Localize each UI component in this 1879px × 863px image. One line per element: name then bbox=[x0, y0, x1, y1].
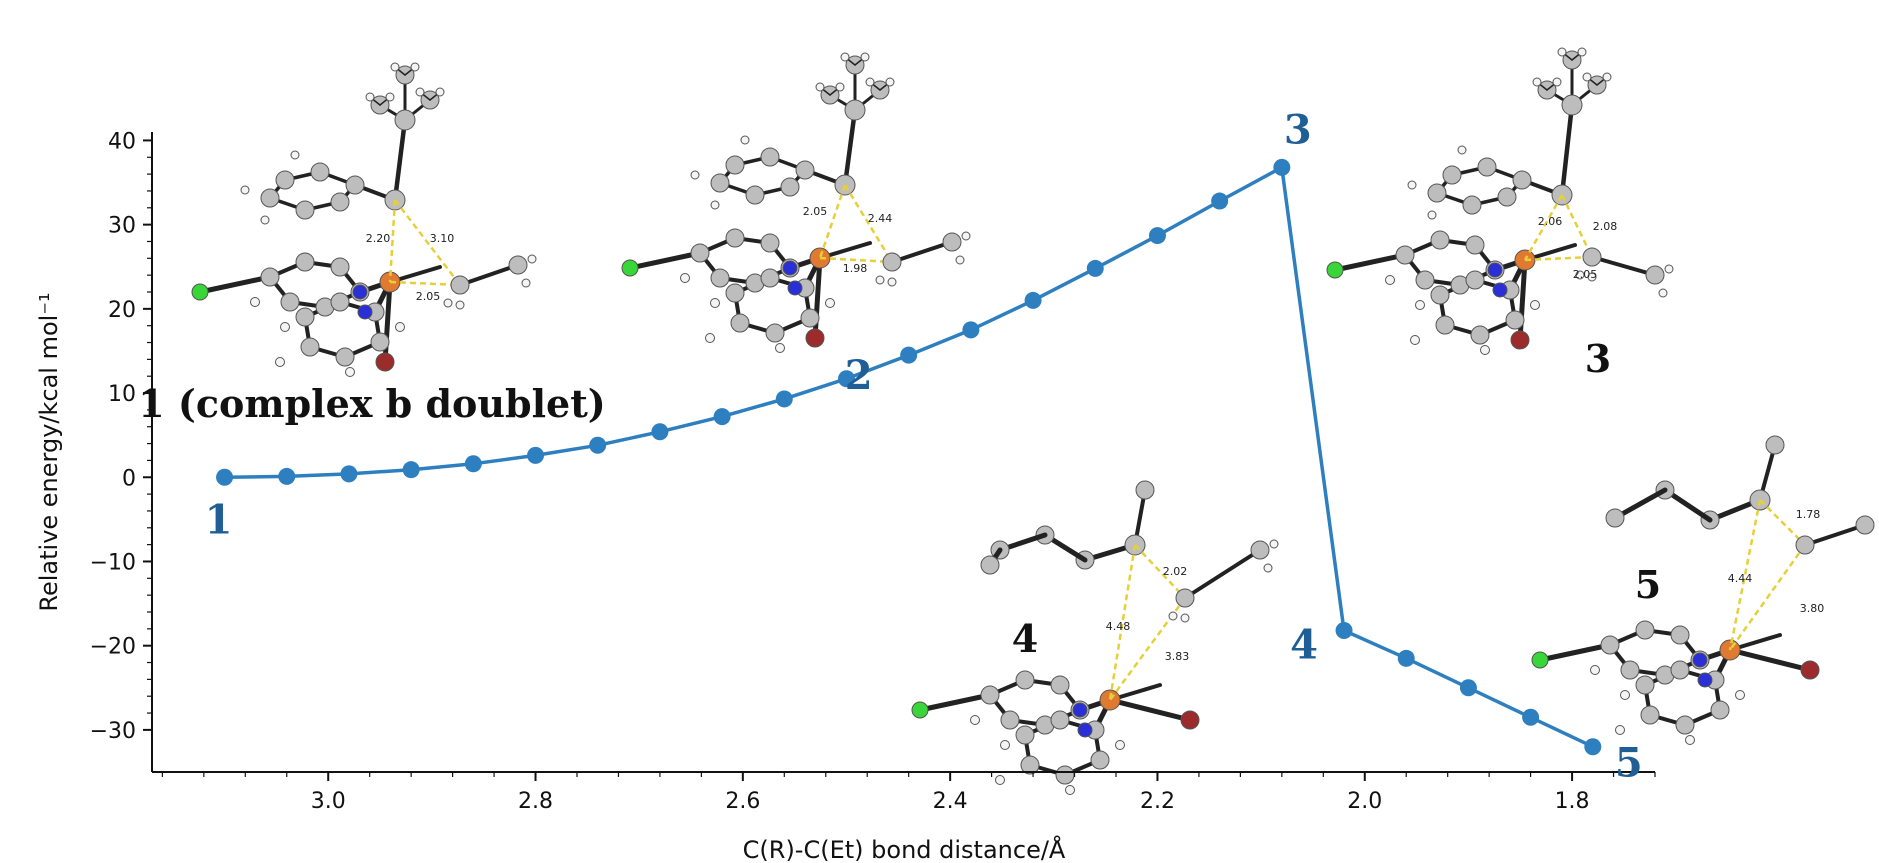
point-label-2: 2 bbox=[845, 352, 873, 399]
distance-label: 2.44 bbox=[868, 212, 893, 225]
x-tick-label: 1.8 bbox=[1555, 789, 1590, 814]
distance-label: 2.06 bbox=[1538, 215, 1563, 228]
distance-label: 2.20 bbox=[366, 232, 391, 245]
data-point bbox=[775, 390, 793, 408]
point-label-3: 3 bbox=[1284, 106, 1312, 153]
distance-label: 2.05 bbox=[1573, 268, 1598, 281]
data-point bbox=[1024, 291, 1042, 309]
structure-3-picture: 2.06 2.08 2.05 3 bbox=[1326, 47, 1674, 381]
series-line bbox=[224, 164, 1594, 749]
data-point bbox=[962, 321, 980, 339]
data-point bbox=[340, 465, 358, 483]
y-tick-label: 0 bbox=[122, 466, 136, 491]
data-point bbox=[651, 423, 669, 441]
structure-2-picture: 2.05 2.44 1.98 bbox=[621, 52, 971, 353]
data-point bbox=[216, 468, 234, 486]
distance-label: 1.78 bbox=[1796, 508, 1821, 521]
x-tick-label: 2.0 bbox=[1347, 789, 1382, 814]
data-point bbox=[713, 408, 731, 426]
data-point bbox=[278, 467, 296, 485]
data-point bbox=[1584, 738, 1602, 756]
y-tick-label: 20 bbox=[108, 298, 136, 323]
y-tick-label: 30 bbox=[108, 214, 136, 239]
x-tick-label: 2.6 bbox=[725, 789, 760, 814]
x-tick-label: 3.0 bbox=[311, 789, 346, 814]
structure-5-picture: 1.78 4.44 3.80 5 bbox=[1531, 435, 1875, 745]
data-point bbox=[1273, 158, 1291, 176]
data-point bbox=[1211, 192, 1229, 210]
y-tick-label: −30 bbox=[90, 719, 136, 744]
distance-label: 2.05 bbox=[803, 205, 828, 218]
distance-label: 2.05 bbox=[416, 290, 441, 303]
data-point bbox=[1148, 227, 1166, 245]
distance-label: 3.10 bbox=[430, 232, 455, 245]
data-point bbox=[837, 370, 855, 388]
distance-label: 4.44 bbox=[1728, 572, 1753, 585]
structure-3-label: 3 bbox=[1585, 336, 1611, 381]
x-ticks: 3.0 2.8 2.6 2.4 2.2 2.0 1.8 bbox=[161, 772, 1656, 814]
molecular-structures: 2.20 3.10 2.05 1 (complex b doublet) 2.05 2.4… bbox=[138, 47, 1875, 795]
distance-label: 2.02 bbox=[1163, 565, 1188, 578]
distance-label: 1.98 bbox=[843, 262, 868, 275]
data-point bbox=[1397, 649, 1415, 667]
data-point bbox=[402, 461, 420, 479]
y-tick-label: −10 bbox=[90, 550, 136, 575]
point-label-4: 4 bbox=[1290, 622, 1318, 669]
point-label-1: 1 bbox=[205, 496, 233, 543]
x-tick-label: 2.4 bbox=[933, 789, 968, 814]
structure-4-label: 4 bbox=[1012, 616, 1038, 661]
distance-label: 3.83 bbox=[1165, 650, 1190, 663]
y-axis-label: Relative energy/kcal mol⁻¹ bbox=[35, 292, 63, 611]
data-point bbox=[527, 446, 545, 464]
structure-5-label: 5 bbox=[1635, 562, 1661, 607]
x-axis-label: C(R)-C(Et) bond distance/Å bbox=[743, 835, 1066, 863]
distance-label: 3.80 bbox=[1800, 602, 1825, 615]
x-tick-label: 2.2 bbox=[1140, 789, 1175, 814]
point-label-5: 5 bbox=[1615, 740, 1643, 787]
x-tick-label: 2.8 bbox=[518, 789, 553, 814]
data-point bbox=[1459, 679, 1477, 697]
structure-1-picture: 2.20 3.10 2.05 1 (complex b doublet) bbox=[138, 62, 606, 426]
data-point bbox=[1522, 708, 1540, 726]
data-point bbox=[589, 436, 607, 454]
structure-1-label: 1 (complex b doublet) bbox=[138, 381, 605, 426]
data-point bbox=[900, 346, 918, 364]
distance-label: 2.08 bbox=[1593, 220, 1618, 233]
distance-label: 4.48 bbox=[1106, 620, 1131, 633]
series-points bbox=[216, 158, 1602, 756]
y-ticks: 40 30 20 10 0 −10 −20 −30 bbox=[90, 129, 152, 744]
y-tick-label: 40 bbox=[108, 129, 136, 154]
y-tick-label: −20 bbox=[90, 635, 136, 660]
data-point bbox=[464, 455, 482, 473]
data-point bbox=[1086, 259, 1104, 277]
point-labels: 1 2 3 4 5 bbox=[205, 106, 1643, 786]
structure-4-picture: 2.02 4.48 3.83 4 bbox=[911, 480, 1279, 795]
y-tick-label: 10 bbox=[108, 382, 136, 407]
data-point bbox=[1335, 622, 1353, 640]
